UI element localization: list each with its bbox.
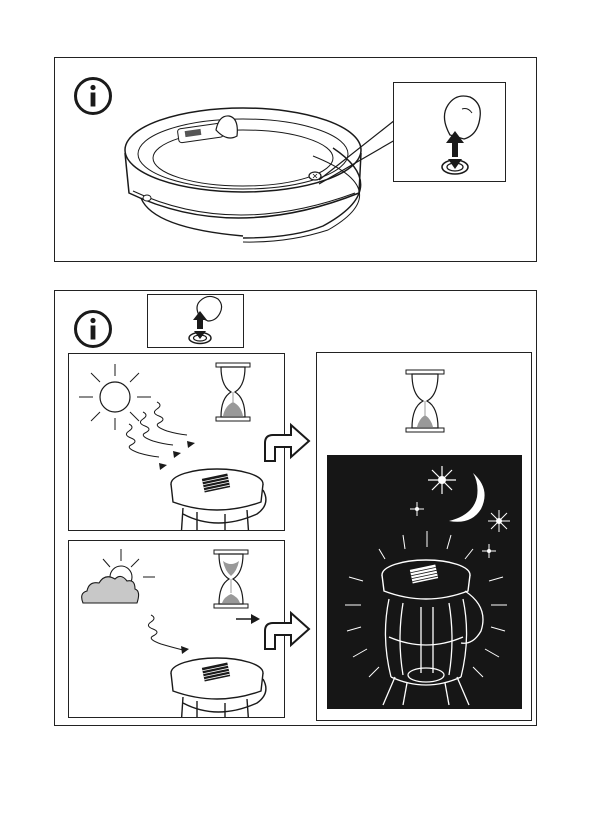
cloud-icon: [77, 547, 157, 609]
right-arrow-icon: [263, 609, 311, 653]
top-instruction-panel: [54, 57, 537, 262]
star-icon: [409, 501, 425, 517]
finger-press-icon: [178, 295, 228, 347]
night-scene: [327, 455, 522, 709]
zoom-pointer-line: [317, 118, 397, 188]
info-icon: [73, 76, 113, 116]
info-icon: [73, 309, 113, 349]
hourglass-icon: [213, 549, 249, 609]
press-button-box: [147, 294, 244, 348]
finger-press-icon: [422, 87, 492, 177]
right-arrow-icon: [263, 421, 311, 465]
star-icon: [427, 465, 457, 495]
sunny-charging-box: [68, 353, 285, 531]
solar-lantern-illustration: [167, 468, 277, 531]
small-right-arrow-icon: [235, 613, 261, 625]
hourglass-icon: [405, 369, 445, 433]
power-button-zoom-box: [393, 82, 506, 182]
glowing-lantern-illustration: [341, 527, 511, 707]
sunlight-rays: [117, 398, 217, 478]
hourglass-icon: [215, 362, 251, 422]
cloudy-charging-box: [68, 540, 285, 718]
solar-lantern-illustration: [167, 657, 277, 718]
night-result-box: [316, 352, 532, 721]
bottom-instruction-panel: [54, 290, 537, 726]
